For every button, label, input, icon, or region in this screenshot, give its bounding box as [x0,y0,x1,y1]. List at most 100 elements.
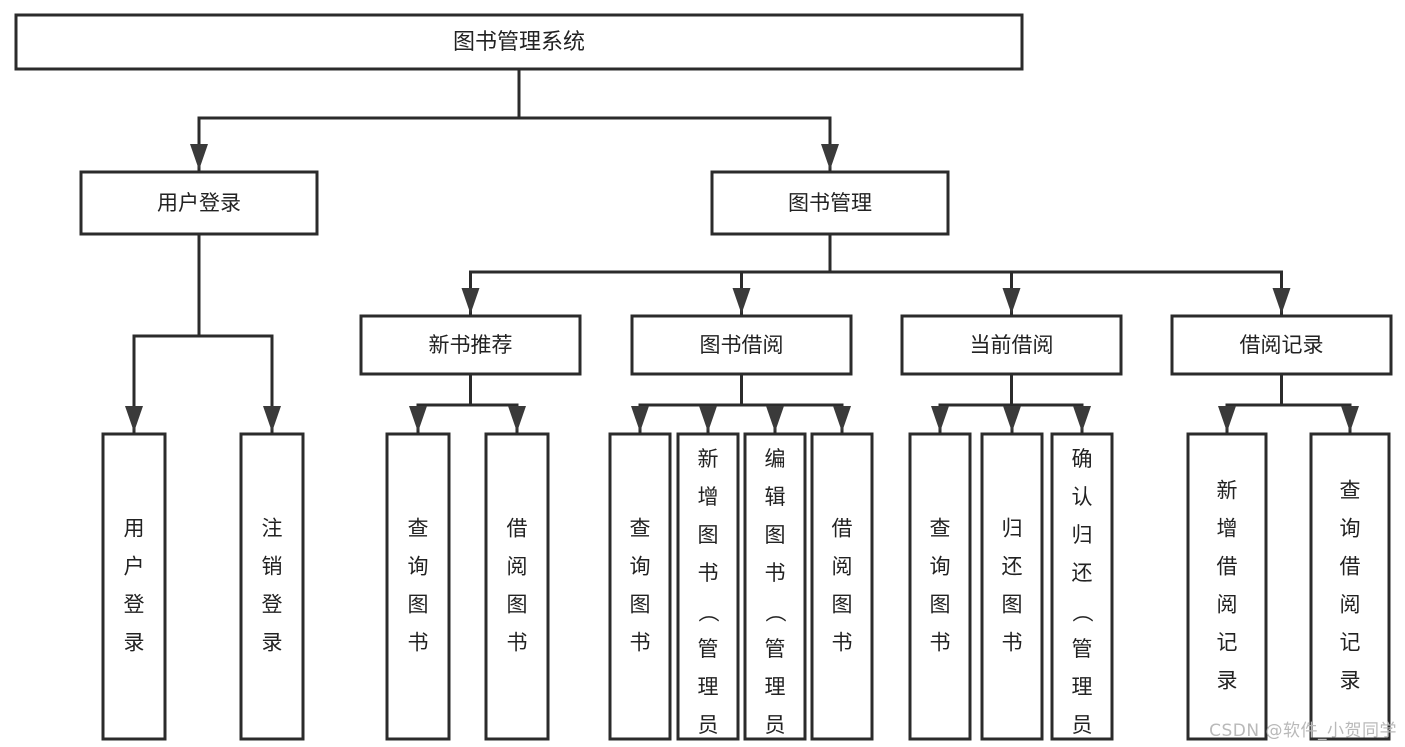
arrow-head-icon [1341,406,1359,432]
leaf-label-char: 理 [1072,675,1093,699]
leaf-label-char: 查 [1340,479,1361,503]
leaf-label-char: 管 [1072,637,1093,661]
leaf-label-char: 图 [698,523,719,547]
leaf-label-char: 新 [698,447,719,471]
arrow-head-icon [409,406,427,432]
leaf-label-char: 书 [765,561,786,585]
leaf-label-char: 新 [1217,479,1238,503]
level2-node-book-management[interactable]: 图书管理 [710,170,950,236]
node-box [385,432,451,741]
node-box [900,314,1123,376]
leaf-label-char: 登 [124,593,145,617]
leaf-label-char: 询 [408,555,429,579]
root-node-system[interactable]: 图书管理系统 [14,13,1024,71]
leaf-label-char: 借 [1340,555,1361,579]
node-layer: 图书管理系统用户登录图书管理新书推荐图书借阅当前借阅借阅记录用户登录注销登录查询… [14,13,1393,747]
node-label: 图书管理 [788,191,872,215]
connector-layer [125,67,1359,434]
leaf-label-char: 员 [1072,713,1093,737]
leaf-label-char: 借 [832,517,853,541]
leaf-label-char: 询 [630,555,651,579]
leaf-label-char: 图 [507,593,528,617]
node-box [239,432,305,741]
node-box [630,314,853,376]
arrow-head-icon [125,406,143,432]
leaf-label-char: 录 [1217,669,1238,693]
level3-node-3[interactable]: 当前借阅 [900,314,1123,376]
node-box [359,314,582,376]
leaf-label-char: 员 [698,713,719,737]
level2-node-user-login[interactable]: 用户登录 [79,170,319,236]
node-label: 图书管理系统 [453,30,585,55]
level3-node-2[interactable]: 图书借阅 [630,314,853,376]
node-label: 图书借阅 [700,333,784,357]
node-label: 当前借阅 [970,333,1054,357]
leaf-label-char: 录 [1340,669,1361,693]
arrow-head-icon [508,406,526,432]
level3-node-4[interactable]: 借阅记录 [1170,314,1393,376]
leaf-label-char: 录 [262,631,283,655]
node-box [810,432,874,741]
node-box [608,432,672,741]
arrow-head-icon [1002,288,1021,314]
leaf-label-char: 图 [1002,593,1023,617]
arrow-head-icon [1003,406,1021,432]
arrow-head-icon [766,406,784,432]
node-box [980,432,1044,741]
leaf-label-char: 查 [630,517,651,541]
node-box [1170,314,1393,376]
leaf-label-char: 阅 [1217,593,1238,617]
leaf-label-char: 图 [832,593,853,617]
leaf-label-char: 书 [408,631,429,655]
leaf-label-char: 辑 [765,485,786,509]
leaf-label-char: 注 [262,517,283,541]
node-box [79,170,319,236]
leaf-label-char: 书 [698,561,719,585]
leaf-label-char: 书 [507,631,528,655]
arrow-head-icon [1073,406,1091,432]
leaf-node-1[interactable]: 用户登录 [101,432,167,741]
leaf-label-char: 询 [1340,517,1361,541]
leaf-label-char: 书 [832,631,853,655]
leaf-label-char: 借 [1217,555,1238,579]
level3-node-1[interactable]: 新书推荐 [359,314,582,376]
leaf-label-char: （ [696,602,720,623]
leaf-label-char: 图 [630,593,651,617]
leaf-label-char: （ [1070,602,1094,623]
node-label: 新书推荐 [429,333,513,357]
leaf-label-char: 书 [630,631,651,655]
leaf-label-char: 阅 [1340,593,1361,617]
arrow-head-icon [631,406,649,432]
leaf-label-char: 询 [930,555,951,579]
arrow-head-icon [190,144,208,170]
node-box [1186,432,1268,741]
node-box [908,432,972,741]
leaf-label-char: 借 [507,517,528,541]
node-box [676,432,740,741]
arrow-head-icon [1218,406,1236,432]
leaf-label-char: 录 [124,631,145,655]
leaf-label-char: 图 [765,523,786,547]
node-box [1050,432,1114,741]
arrow-head-icon [263,406,281,432]
leaf-label-char: 阅 [832,555,853,579]
leaf-label-char: 还 [1002,555,1023,579]
arrow-head-icon [821,144,839,170]
leaf-label-char: 书 [930,631,951,655]
leaf-label-char: 记 [1217,631,1238,655]
leaf-label-char: 员 [765,713,786,737]
